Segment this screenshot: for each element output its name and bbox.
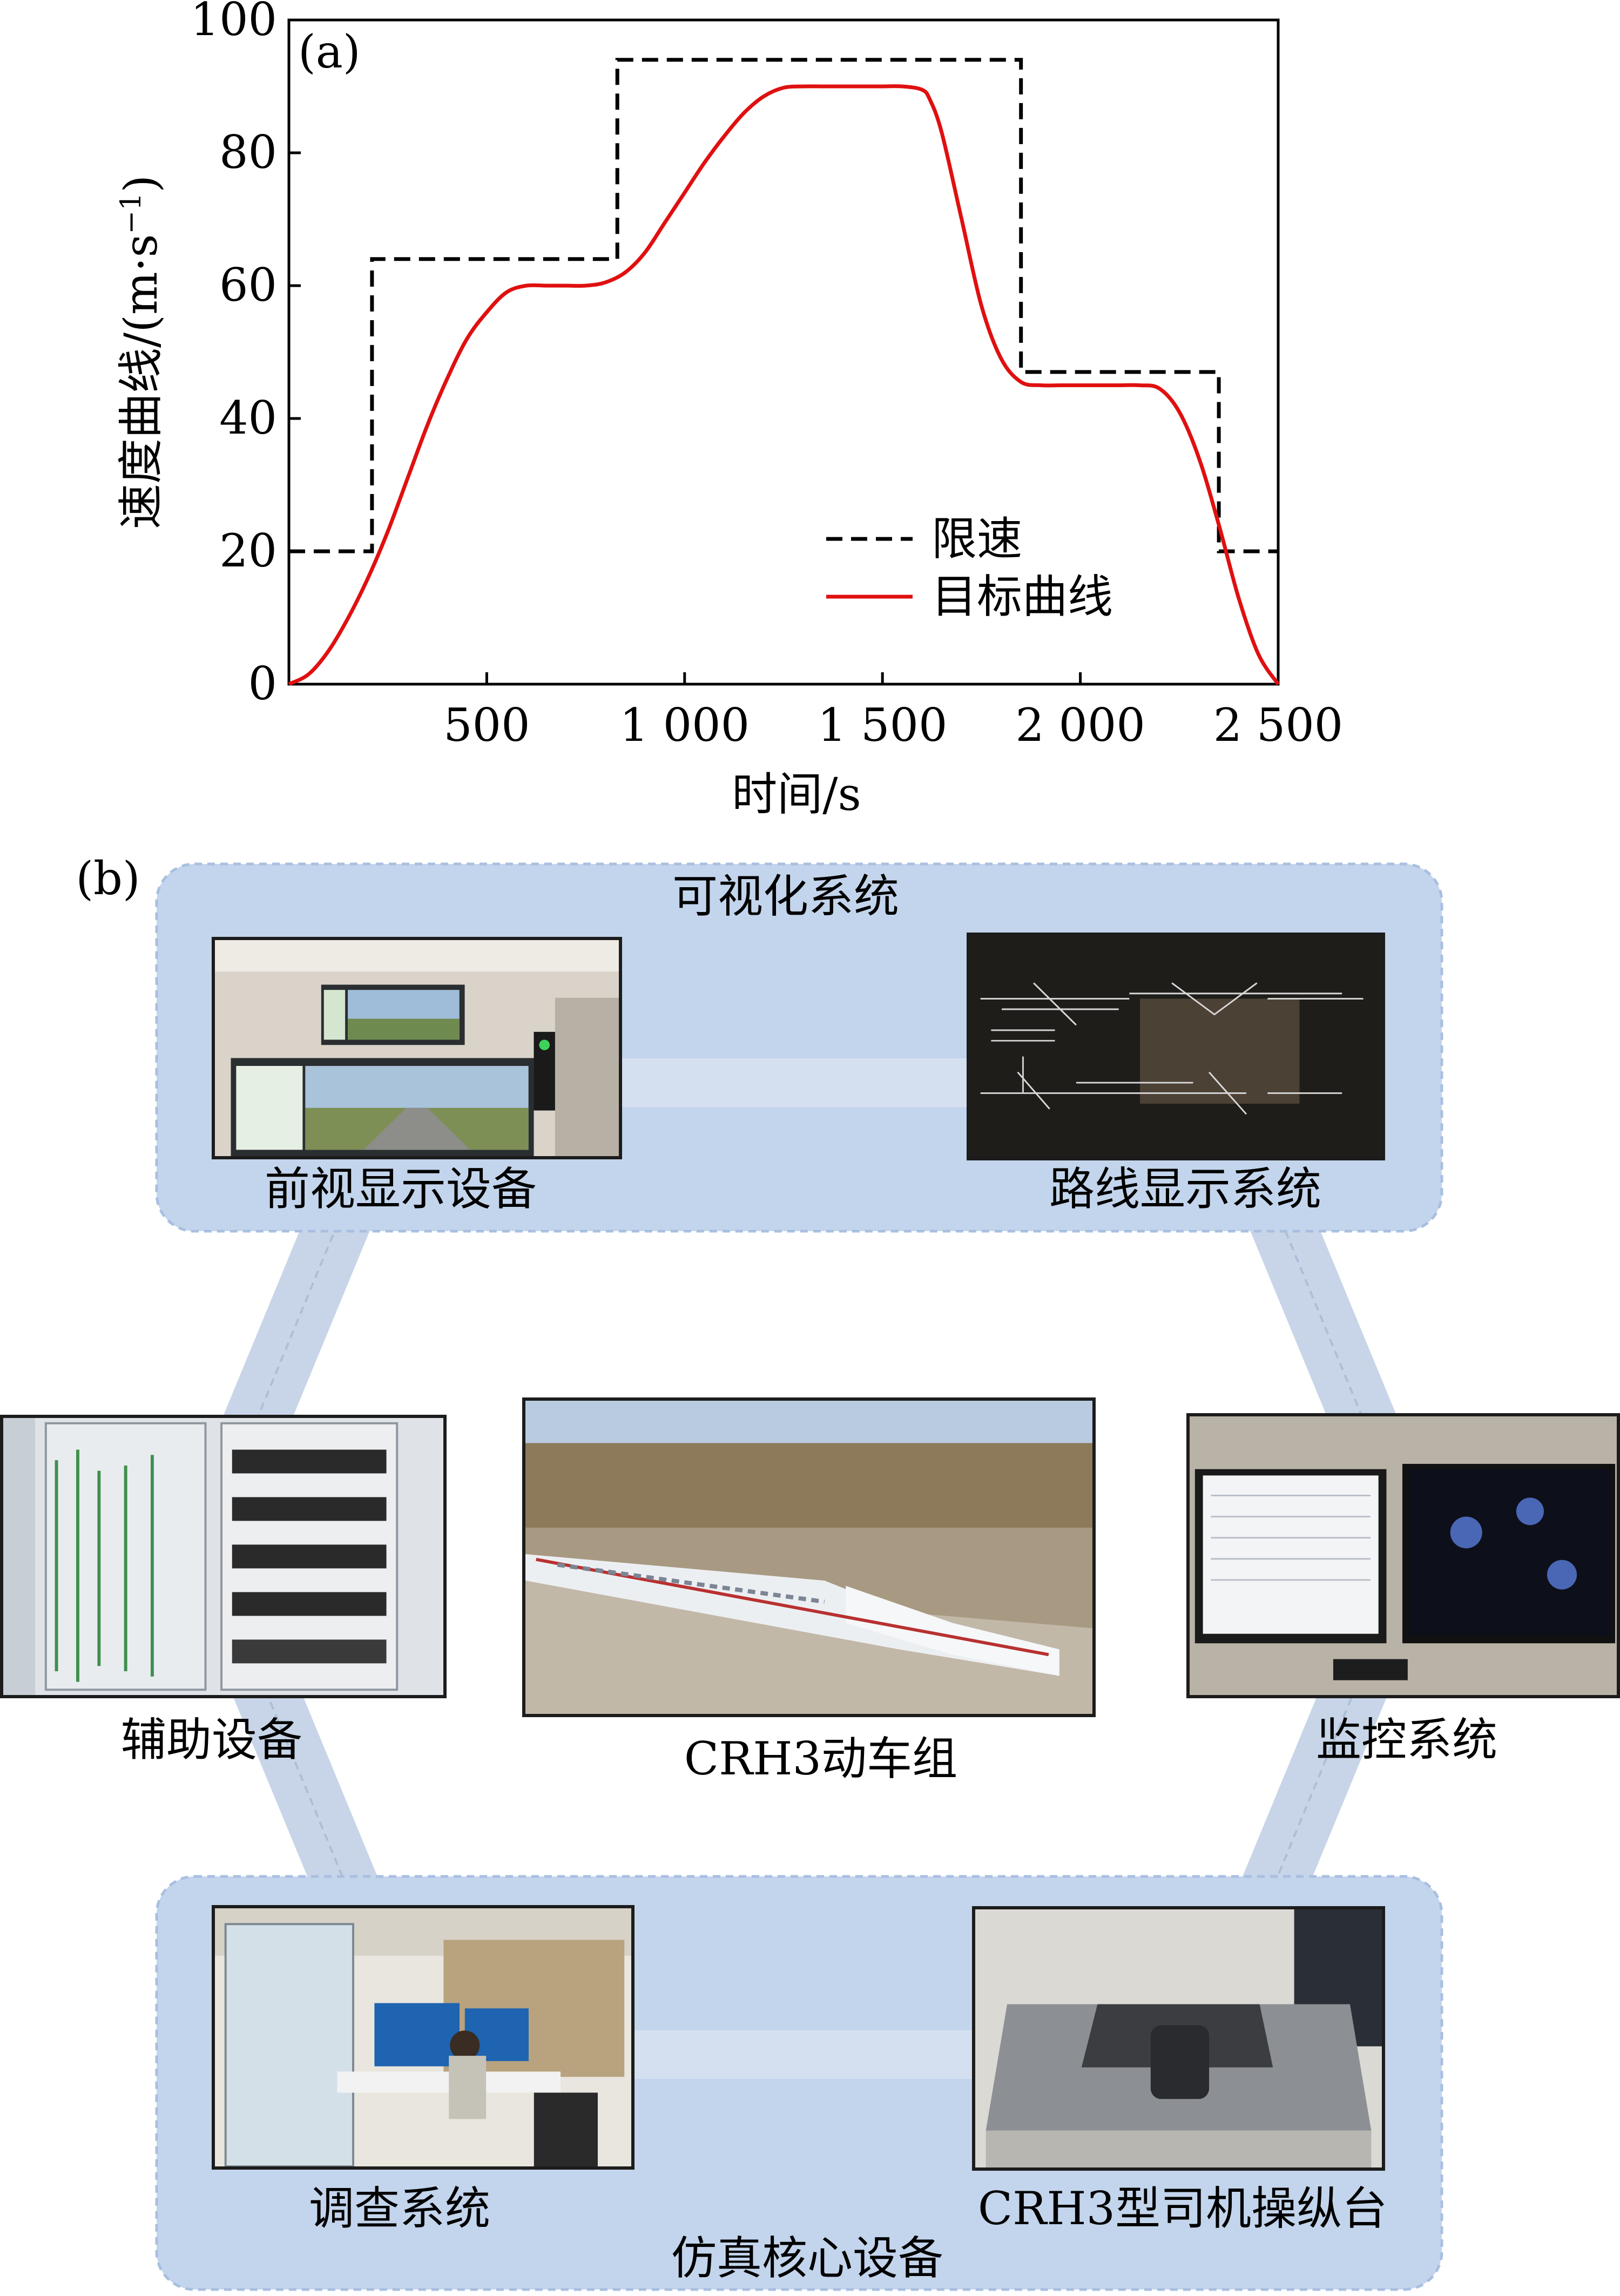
- y-axis-label-exponent: −1: [115, 193, 147, 234]
- legend-label-speed-limit: 限速: [932, 512, 1022, 565]
- bridge-top: [621, 1058, 967, 1107]
- panel-label-b: (b): [76, 852, 140, 905]
- auxiliary-equipment-photo: [0, 1415, 447, 1698]
- y-tick-label: 100: [191, 0, 277, 46]
- series-line-target-curve: [288, 84, 1280, 686]
- group-title-core-equipment: 仿真核心设备: [671, 2232, 944, 2285]
- bridge-bottom: [632, 2030, 972, 2079]
- y-axis-label: 速度曲线/(m·s−1): [114, 175, 167, 529]
- route-display-photo: [967, 933, 1385, 1160]
- x-tick-label: 1 000: [620, 699, 750, 752]
- series-line-speed-limit: [289, 58, 1278, 553]
- x-tick-label: 500: [443, 699, 530, 752]
- legend: 限速 目标曲线: [826, 512, 1113, 623]
- axis-ticks: 500 1 000 1 500 2 000 2 500 0 20 40 60 80 100: [191, 0, 1344, 752]
- y-axis-label-close: ): [114, 175, 167, 193]
- x-tick-label: 1 500: [818, 699, 947, 752]
- y-tick-label: 0: [248, 657, 277, 710]
- label-route-display-system: 路线显示系统: [1049, 1163, 1322, 1215]
- y-tick-label: 80: [219, 126, 277, 179]
- label-auxiliary-equipment: 辅助设备: [120, 1713, 303, 1766]
- driver-console-photo: [972, 1906, 1385, 2171]
- label-crh3-train: CRH3动车组: [684, 1732, 958, 1785]
- legend-label-target-curve: 目标曲线: [932, 570, 1113, 623]
- label-front-view-display: 前视显示设备: [264, 1163, 537, 1215]
- svg-text:速度曲线/(m·s−1): 速度曲线/(m·s−1): [114, 175, 167, 529]
- series-group: [288, 58, 1280, 686]
- crh3-train-photo: [522, 1397, 1096, 1717]
- investigation-system-photo: [212, 1905, 634, 2170]
- monitoring-system-photo: [1186, 1413, 1620, 1698]
- x-tick-label: 2 500: [1213, 699, 1343, 752]
- y-axis-label-text: 速度曲线/(m·s: [114, 234, 167, 529]
- label-monitoring-system: 监控系统: [1315, 1713, 1498, 1766]
- x-tick-label: 2 000: [1015, 699, 1145, 752]
- y-tick-label: 60: [219, 259, 277, 312]
- group-title-visualization: 可视化系统: [672, 870, 900, 923]
- y-tick-label: 20: [219, 524, 277, 577]
- panel-label-a: (a): [298, 25, 361, 78]
- x-axis-label: 时间/s: [732, 768, 861, 821]
- label-investigation-system: 调查系统: [308, 2182, 491, 2235]
- y-tick-label: 40: [219, 391, 277, 444]
- front-view-display-photo: [212, 937, 622, 1159]
- label-driver-console: CRH3型司机操纵台: [977, 2182, 1388, 2235]
- plot-frame: [287, 18, 1280, 686]
